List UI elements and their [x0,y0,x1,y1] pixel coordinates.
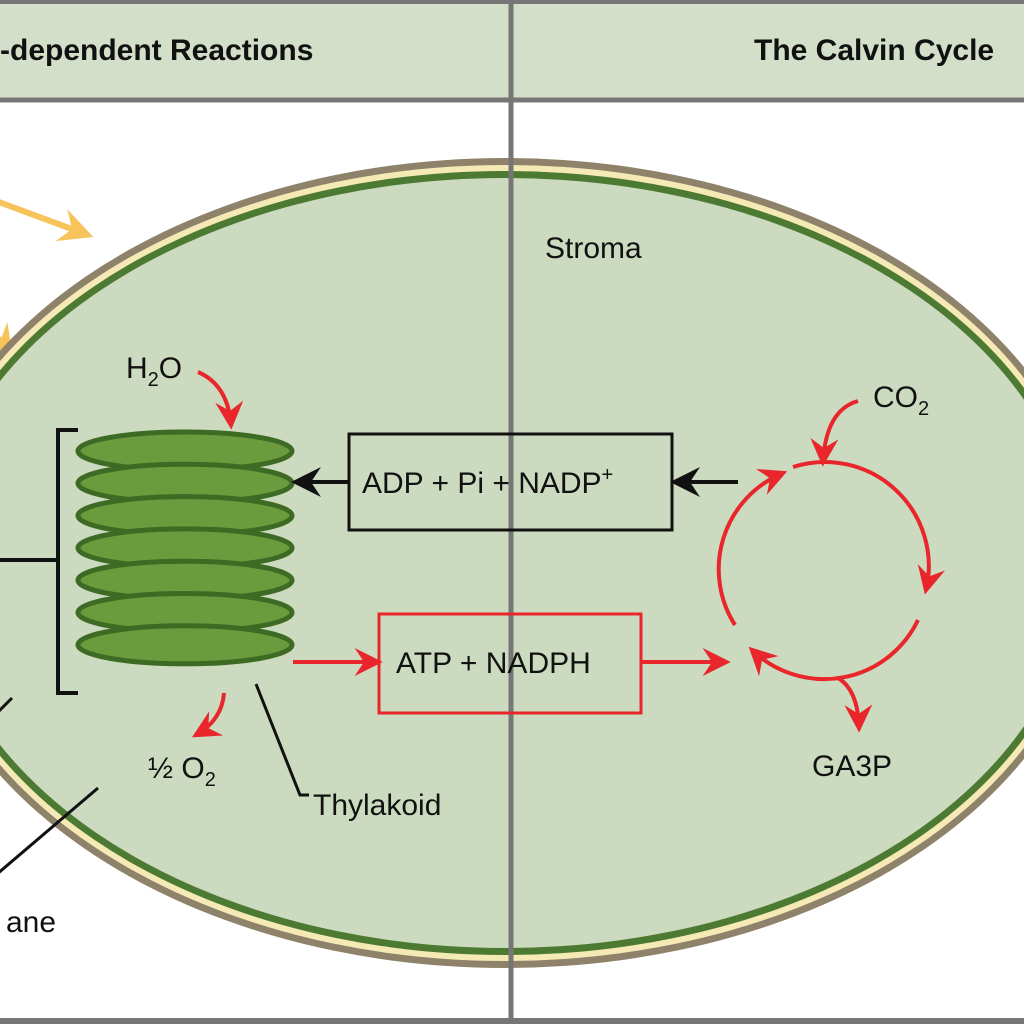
thylakoid-label: Thylakoid [313,789,441,822]
water-label: H2O [126,352,182,391]
co2-label: CO2 [873,381,929,420]
sunlight-arrow-icon [0,199,94,360]
thylakoid-stack [75,429,295,667]
thylakoid-pointer [254,683,309,797]
membrane-pointer [0,786,99,874]
thylakoid-disc [75,623,295,667]
grana-bracket [0,428,78,695]
recycled-box-text: ADP + Pi + NADP+ [362,464,613,500]
oxygen-label: ½ O2 [148,752,216,791]
stroma-label: Stroma [545,232,642,265]
header-left: -dependent Reactions [0,34,313,67]
water-in-arrow [197,370,244,430]
products-box-text: ATP + NADPH [396,647,591,680]
ga3p-out-arrow [836,676,873,733]
header-right: The Calvin Cycle [754,34,994,67]
membrane-pointer-2 [0,696,14,713]
ga3p-label: GA3P [812,750,892,783]
membrane-label-partial: ane [6,906,56,939]
co2-in-arrow [810,399,859,467]
oxygen-out-arrow [191,692,226,738]
